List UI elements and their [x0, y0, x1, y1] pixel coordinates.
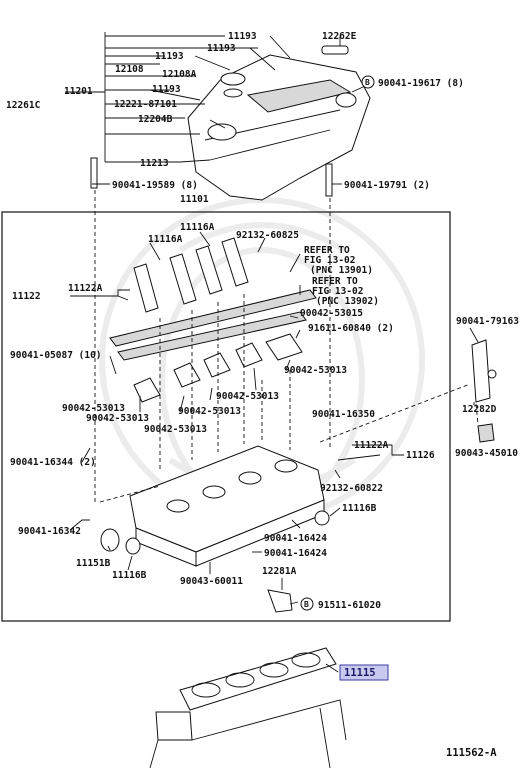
- label-90042-53013-l1: 90042-53013: [62, 403, 125, 414]
- label-refer-2a: REFER TO: [312, 276, 358, 287]
- label-11193-a: 11193: [228, 31, 257, 42]
- label-11101: 11101: [180, 194, 209, 205]
- label-11122a-b: 11122A: [354, 440, 389, 451]
- label-11116b-r: 11116B: [342, 503, 377, 514]
- pcv-hose: [12, 39, 71, 114]
- label-12108a: 12108A: [162, 69, 197, 80]
- label-12282d: 12282D: [462, 404, 497, 415]
- label-11201: 11201: [64, 86, 93, 97]
- label-90043-60011: 90043-60011: [180, 576, 243, 587]
- label-90041-16350: 90041-16350: [312, 409, 375, 420]
- label-11213: 11213: [140, 158, 169, 169]
- label-11193-c: 11193: [155, 51, 184, 62]
- label-11126: 11126: [406, 450, 435, 461]
- label-11122: 11122: [12, 291, 41, 302]
- label-90041-19791: 90041-19791 (2): [344, 180, 430, 191]
- label-90041-16342: 90041-16342: [18, 526, 81, 537]
- label-90042-53013-l2: 90042-53013: [86, 413, 149, 424]
- label-90041-16344: 90041-16344 (2): [10, 457, 96, 468]
- label-12281a: 12281A: [262, 566, 297, 577]
- label-11116a-1: 11116A: [180, 222, 215, 233]
- bolt-marker-top-label: B: [365, 78, 370, 87]
- camshaft-upper: [109, 289, 317, 347]
- cylinder-head-box: [1, 211, 451, 622]
- label-91511-61020: 91511-61020: [318, 600, 381, 611]
- head-cover: [187, 54, 371, 201]
- part-labels: 11193 12262E 11193 11193 12108 12108A 11…: [6, 31, 519, 759]
- label-92132-60825: 92132-60825: [236, 230, 299, 241]
- inner-leaders: [69, 231, 479, 605]
- label-91611-60840: 91611-60840 (2): [308, 323, 394, 334]
- bracket-right: [471, 339, 497, 403]
- label-90042-53013-c1: 90042-53013: [216, 391, 279, 402]
- label-90043-45010: 90043-45010: [455, 448, 518, 459]
- plug-tubes: [133, 237, 249, 313]
- seals-plugs: [100, 510, 330, 555]
- gasket-leader: [325, 663, 339, 673]
- label-90042-53013-r: 90042-53013: [284, 365, 347, 376]
- label-12262e: 12262E: [322, 31, 357, 42]
- cylinder-block: [149, 699, 347, 769]
- label-refer-1a: REFER TO: [304, 245, 350, 256]
- label-11116a-2: 11116A: [148, 234, 183, 245]
- label-90041-05087: 90041-05087 (10): [10, 350, 102, 361]
- label-90041-19617: 90041-19617 (8): [378, 78, 464, 89]
- label-92132-60822: 92132-60822: [320, 483, 383, 494]
- sensor-right: [477, 423, 495, 443]
- cover-bolt-left: [90, 157, 98, 189]
- oil-filler-cap: [220, 72, 246, 98]
- label-12221-87101: 12221-87101: [114, 99, 177, 110]
- dashed-references: [94, 190, 479, 503]
- label-11122a: 11122A: [68, 283, 103, 294]
- engine-hanger: [267, 589, 293, 613]
- label-12108: 12108: [115, 64, 144, 75]
- bolt-marker-bottom-label: B: [304, 600, 309, 609]
- spark-plug-grommet: [321, 45, 349, 55]
- label-90042-53013-b: 90042-53013: [144, 424, 207, 435]
- label-12261c: 12261C: [6, 100, 41, 111]
- label-refer-1c: (PNC 13901): [310, 265, 373, 276]
- label-refer-1b: FIG 13-02: [304, 255, 355, 266]
- label-refer-2b: FIG 13-02: [312, 286, 363, 297]
- bolt-marker-top: B: [361, 75, 375, 89]
- label-90041-16424-a: 90041-16424: [264, 533, 327, 544]
- camshaft-lower: [117, 311, 307, 361]
- figure-code: 111562-A: [446, 747, 497, 759]
- label-11193-b: 11193: [207, 43, 236, 54]
- label-11193-d: 11193: [152, 84, 181, 95]
- cylinder-head: [129, 445, 325, 567]
- top-leaders: [65, 32, 375, 185]
- label-refer-2c: (PNC 13902): [316, 296, 379, 307]
- label-11151b: 11151B: [76, 558, 111, 569]
- label-90041-19589: 90041-19589 (8): [112, 180, 198, 191]
- label-11116b-l: 11116B: [112, 570, 147, 581]
- highlighted-part-label[interactable]: 11115: [344, 667, 376, 679]
- head-gasket: [179, 647, 337, 711]
- cover-bolt-right: [325, 163, 333, 197]
- label-90042-53015: 90042-53015: [300, 308, 363, 319]
- label-12204b: 12204B: [138, 114, 173, 125]
- highlighted-part-11115[interactable]: 11115: [339, 664, 389, 681]
- label-90041-16424-b: 90041-16424: [264, 548, 327, 559]
- label-90042-53013-c2: 90042-53013: [178, 406, 241, 417]
- bolt-marker-bottom: B: [300, 597, 314, 611]
- label-90041-79163: 90041-79163: [456, 316, 519, 327]
- camshaft-bearing-caps: [133, 333, 303, 403]
